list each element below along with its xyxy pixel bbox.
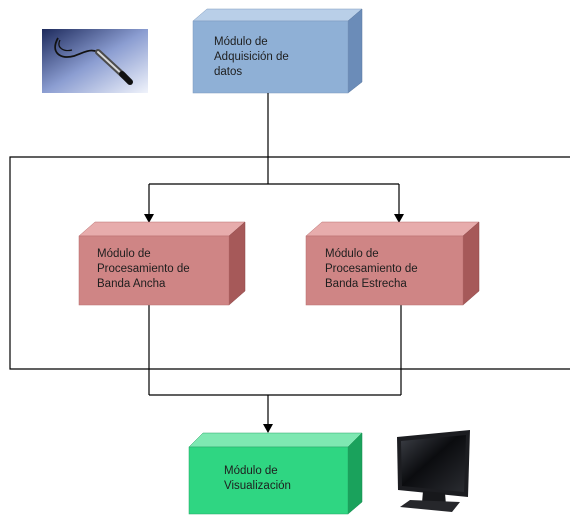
visualization-module-face bbox=[188, 446, 349, 515]
outer-frame-line bbox=[9, 156, 570, 370]
visualization-module-label: Módulo de Visualización bbox=[224, 464, 291, 494]
acquisition-module-face bbox=[192, 20, 349, 94]
lcd-monitor-image bbox=[397, 430, 470, 512]
wideband-module-label: Módulo de Procesamiento de Banda Ancha bbox=[97, 247, 190, 292]
visualization-module-label-line-1: Módulo de bbox=[224, 465, 278, 477]
visualization-module-box bbox=[188, 432, 363, 515]
narrowband-module-face bbox=[305, 235, 464, 306]
acquisition-module-box bbox=[192, 8, 363, 94]
visualization-module-label-line-2: Visualización bbox=[224, 480, 291, 492]
wideband-module-label-line-3: Banda Ancha bbox=[97, 278, 166, 290]
wideband-module-label-line-2: Procesamiento de bbox=[97, 263, 190, 275]
wideband-module-label-line-1: Módulo de bbox=[97, 248, 151, 260]
acquisition-module-label-line-1: Módulo de bbox=[214, 36, 268, 48]
narrowband-module-label-line-1: Módulo de bbox=[325, 248, 379, 260]
wideband-module-face bbox=[78, 235, 230, 306]
narrowband-module-label: Módulo de Procesamiento de Banda Estrech… bbox=[325, 247, 418, 292]
narrowband-module-box bbox=[305, 221, 480, 306]
wideband-module-box bbox=[78, 221, 246, 306]
hydrophone-probe-image bbox=[42, 29, 148, 93]
narrowband-module-label-line-3: Banda Estrecha bbox=[325, 278, 407, 290]
connector-lines bbox=[144, 93, 404, 433]
acquisition-module-label: Módulo de Adquisición de datos bbox=[214, 35, 289, 80]
acquisition-module-label-line-2: Adquisición de bbox=[214, 51, 289, 63]
narrowband-module-label-line-2: Procesamiento de bbox=[325, 263, 418, 275]
acquisition-module-label-line-3: datos bbox=[214, 66, 243, 78]
